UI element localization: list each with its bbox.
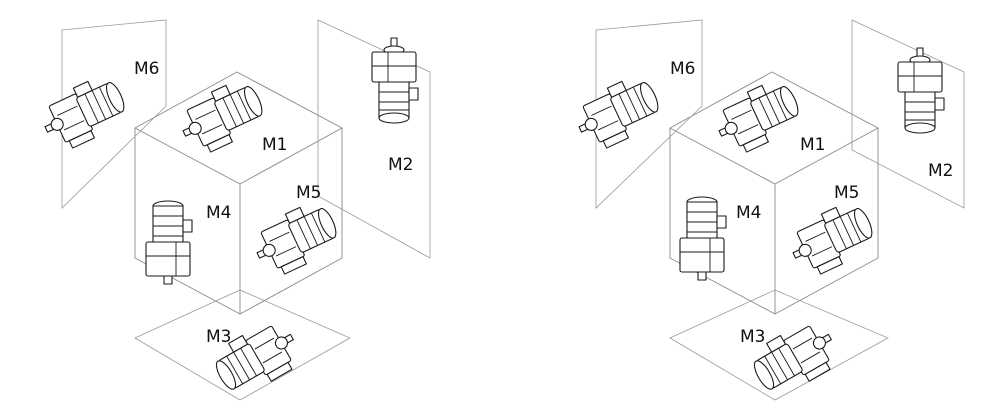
left-label-m6: M6 <box>134 59 159 79</box>
right-label-m5: M5 <box>834 183 859 203</box>
left-label-m3: M3 <box>206 327 231 347</box>
left-pane-m3 <box>134 289 351 401</box>
right-motor-m4 <box>679 196 727 281</box>
right-motor-m5 <box>782 196 882 282</box>
right-cube-frame <box>669 71 879 315</box>
left-mounting-diagram: M6 M1 M2 M4 M5 M3 <box>34 19 431 403</box>
right-motor-m6 <box>568 70 668 156</box>
right-label-m4: M4 <box>736 203 761 223</box>
left-label-m5: M5 <box>296 183 321 203</box>
right-label-m6: M6 <box>670 59 695 79</box>
left-label-m1: M1 <box>262 135 287 155</box>
left-label-m2: M2 <box>388 155 413 175</box>
left-motor-m2 <box>371 37 419 124</box>
right-label-m2: M2 <box>928 161 953 181</box>
right-pane-m3 <box>669 289 889 401</box>
right-pane-m2 <box>851 19 965 209</box>
left-motor-m5 <box>246 196 346 282</box>
right-label-m3: M3 <box>740 327 765 347</box>
left-pane-m6 <box>61 19 167 209</box>
right-pane-m6 <box>595 19 703 209</box>
left-cube-frame <box>134 71 343 315</box>
right-motor-m1 <box>708 74 808 160</box>
left-motor-m1 <box>172 74 272 160</box>
right-mounting-diagram: M6 M1 M2 M4 M5 M3 <box>568 19 965 403</box>
left-label-m4: M4 <box>206 203 231 223</box>
left-motor-m6 <box>34 70 134 156</box>
right-label-m1: M1 <box>800 135 825 155</box>
right-motor-m2 <box>897 47 945 134</box>
left-motor-m4 <box>145 200 193 285</box>
